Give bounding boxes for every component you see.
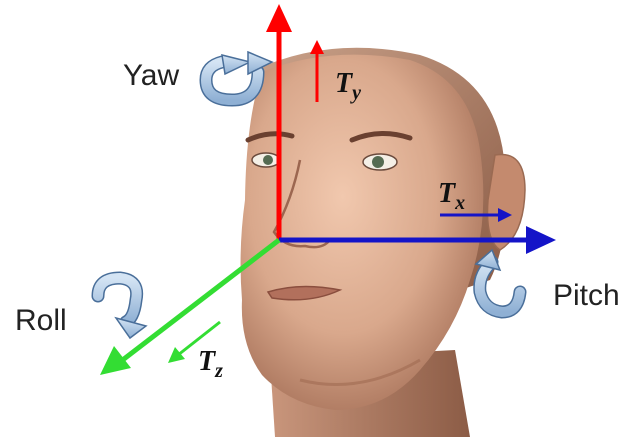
left-brow <box>245 131 295 143</box>
tz-base: T <box>198 346 217 377</box>
ear-shape <box>486 153 526 251</box>
tx-arrow-head <box>498 208 512 222</box>
roll-rotation-icon <box>91 271 148 340</box>
mouth-shape <box>266 285 343 301</box>
tz-symbol: Tz <box>198 346 223 382</box>
z-axis-arrowhead <box>100 346 131 375</box>
z-axis-line <box>118 238 281 364</box>
ty-base: T <box>335 68 354 99</box>
tz-arrow-head <box>168 347 185 363</box>
right-iris <box>372 156 384 168</box>
translation-arrows <box>168 40 512 363</box>
ty-subscript: y <box>350 82 361 104</box>
tx-base: T <box>438 178 457 209</box>
yaw-label: Yaw <box>123 59 179 92</box>
face-shape <box>240 54 484 411</box>
ty-symbol: Ty <box>335 68 361 104</box>
tz-arrow-line <box>177 320 221 357</box>
pitch-label: Pitch <box>553 279 620 312</box>
y-axis-arrowhead <box>266 4 292 32</box>
pitch-rotation-icon <box>473 248 527 319</box>
jaw-shading <box>299 358 421 386</box>
tx-symbol: Tx <box>438 178 465 214</box>
roll-label: Roll <box>15 304 67 337</box>
ty-arrow-head <box>310 40 324 54</box>
head-illustration <box>240 47 526 437</box>
tx-subscript: x <box>454 192 465 214</box>
left-iris <box>263 155 273 165</box>
yaw-rotation-icon <box>199 50 274 107</box>
right-brow <box>349 131 413 143</box>
tz-subscript: z <box>214 360 223 382</box>
axes-group <box>100 4 556 375</box>
x-axis-arrowhead <box>526 226 556 254</box>
